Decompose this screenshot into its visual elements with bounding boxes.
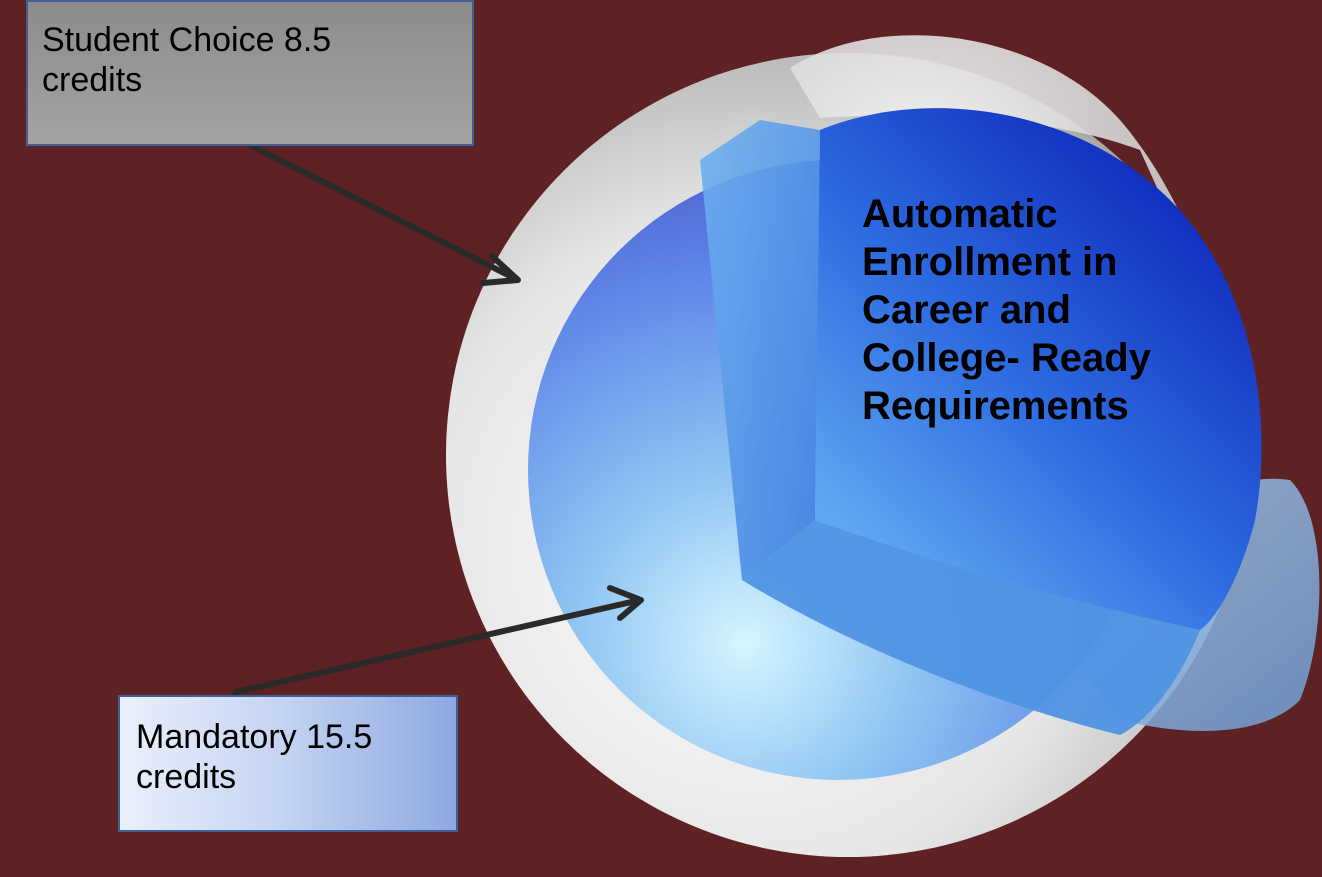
student-choice-callout: Student Choice 8.5 credits [26,0,474,146]
core-wedge-bottom [742,520,1200,735]
core-label-line: College- Ready [862,336,1151,380]
student-choice-line2: credits [42,61,143,99]
arrow-to-outer-shell [249,143,521,286]
core-wedge-side [700,120,820,580]
mandatory-callout: Mandatory 15.5 credits [118,695,458,832]
core-label-line: Enrollment in [862,240,1118,284]
student-choice-line1: Student Choice 8.5 [42,21,332,59]
core-label: Automatic Enrollment in Career and Colle… [862,190,1302,430]
mandatory-line2: credits [136,758,237,796]
core-label-line: Automatic [862,192,1058,236]
mandatory-line1: Mandatory 15.5 [136,718,373,756]
inner-core [815,108,1262,631]
core-label-line: Requirements [862,384,1129,428]
core-label-line: Career and [862,288,1071,332]
arrow-to-middle-sphere [233,585,644,695]
